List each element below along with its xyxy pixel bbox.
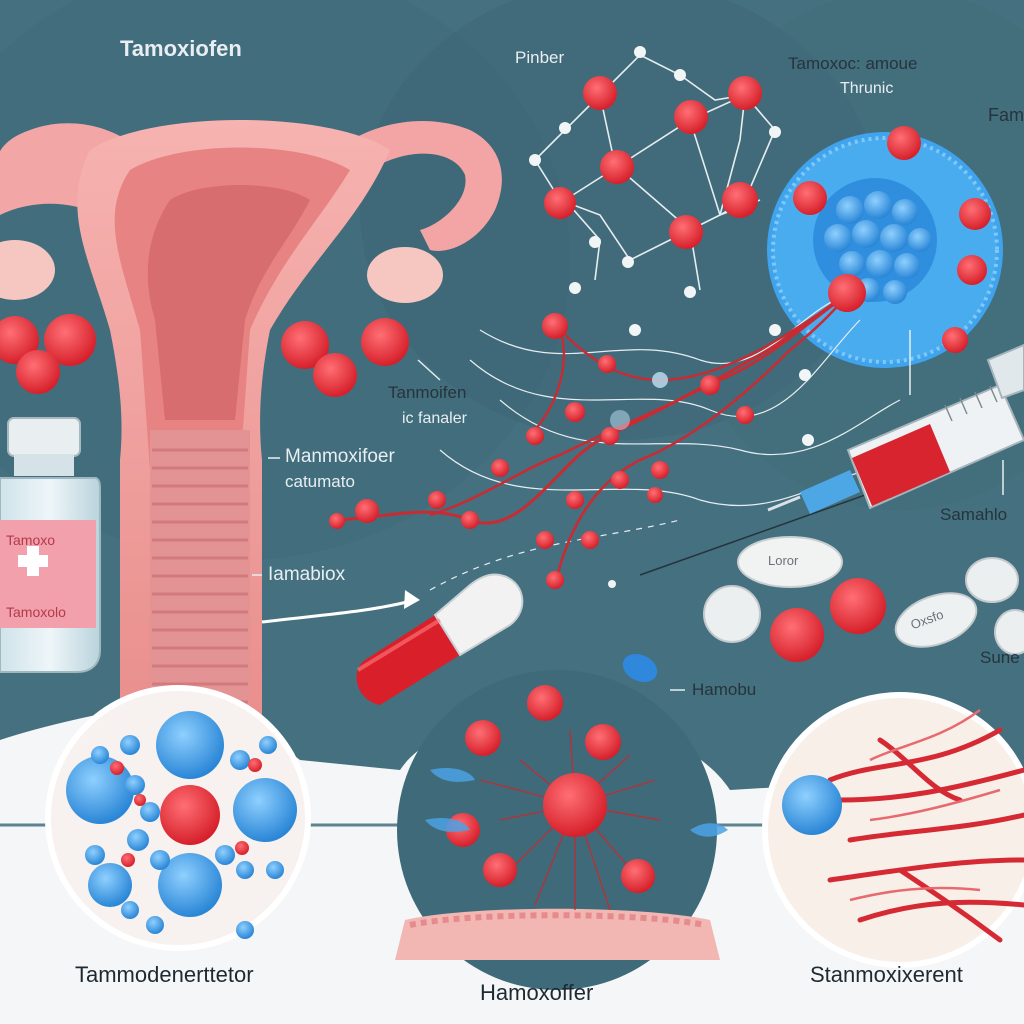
uterus-illustration	[0, 120, 502, 720]
molecule-atoms	[529, 46, 781, 336]
red-cells-left	[0, 314, 409, 397]
pathway-label-line1: Tanmoifen	[388, 383, 467, 402]
drug-pathway-fibers	[339, 293, 1021, 591]
bottom-right-circle	[762, 692, 1024, 968]
caption-left: Tammodenerttetor	[75, 962, 254, 987]
arrow-label: Iamabiox	[268, 564, 346, 585]
tablets	[622, 536, 1024, 683]
molecule-label: Pinber	[515, 48, 565, 67]
caption-center: Hamoxoffer	[480, 980, 594, 1005]
leader-lines	[252, 330, 1004, 691]
medicine-vial	[0, 417, 101, 673]
arrow	[261, 590, 420, 624]
main-title: Tamoxiofen	[120, 36, 242, 61]
pathway-label-line2: ic fanaler	[402, 410, 467, 427]
vial-label-top: Tamoxo	[6, 532, 56, 548]
uterus-label-line1: Manmoxifoer	[285, 446, 395, 467]
nanoparticle-label-line2: Thrunic	[840, 80, 894, 97]
vial-label-bottom: Tamoxolo	[6, 604, 66, 620]
drug-molecules	[329, 274, 876, 589]
syringe-label: Samahlo	[940, 505, 1008, 524]
corner-label: Fam	[988, 105, 1024, 125]
caption-right: Stanmoxixerent	[810, 962, 963, 987]
syringe	[767, 343, 1024, 514]
pills-label: Sune	[980, 648, 1020, 667]
bottom-left-circle	[45, 685, 311, 951]
capsule	[356, 573, 524, 705]
uterus-label-line2: catumato	[285, 472, 355, 491]
tablet-label: Hamobu	[692, 680, 757, 699]
bottom-center-circle	[395, 670, 728, 990]
pill-imprint-1: Loror	[768, 553, 799, 568]
nanoparticle-label-line1: Tamoxoc: amoue	[788, 54, 918, 73]
